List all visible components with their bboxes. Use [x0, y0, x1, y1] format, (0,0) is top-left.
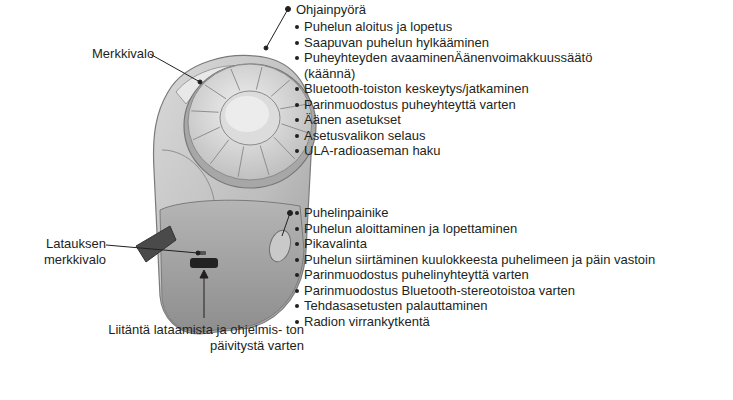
phone-button	[266, 228, 294, 264]
bullet	[295, 149, 299, 153]
wheel-segment	[205, 85, 226, 99]
wheel-segment	[271, 80, 290, 96]
list-item: Parinmuodostus puheyhteyttä varten	[294, 97, 612, 113]
function-text: Puhelun aloitus ja lopetus	[304, 19, 452, 34]
wheel-segment	[193, 127, 220, 140]
bullet	[295, 56, 299, 60]
function-text: Pikavalinta	[304, 236, 367, 251]
function-text: Bluetooth-toiston keskeytys/jatkaminen	[304, 81, 529, 96]
wheel-segment	[260, 145, 269, 175]
bullet	[295, 289, 299, 293]
callout-label: Ohjainpyörä	[296, 2, 366, 18]
bullet	[295, 25, 299, 29]
list-item: Äänen asetukset	[294, 112, 612, 128]
function-text: Puhelun aloittaminen ja lopettaminen	[304, 221, 517, 236]
list-item: Parinmuodostus puhelinyhteyttä varten	[294, 267, 706, 283]
function-text: Asetusvalikon selaus	[304, 128, 425, 143]
list-item: Puheyhteyden avaaminenÄänenvoimakkuussää…	[294, 50, 612, 81]
list-item: Radion virrankytkentä	[294, 314, 706, 330]
function-text: Puhelun siirtäminen kuulokkeesta puhelim…	[304, 252, 655, 267]
function-text: Parinmuodostus puheyhteyttä varten	[304, 97, 516, 112]
callout-label: Merkkivalo	[92, 46, 154, 62]
bullet	[295, 41, 299, 45]
bullet	[295, 304, 299, 308]
list-item: Puhelun siirtäminen kuulokkeesta puhelim…	[294, 252, 706, 268]
function-text: Radion virrankytkentä	[304, 314, 430, 329]
function-text: Saapuvan puhelun hylkääminen	[304, 35, 489, 50]
clip	[136, 226, 176, 262]
list-item: Tehdasasetusten palauttaminen	[294, 298, 706, 314]
bullet	[295, 134, 299, 138]
function-list: Puhelun aloitus ja lopetusSaapuvan puhel…	[294, 19, 612, 159]
bullet	[295, 103, 299, 107]
callout-label: Liitäntä lataamista ja ohjelmis- ton päi…	[60, 322, 304, 353]
function-text: Parinmuodostus Bluetooth-stereotoistoa v…	[304, 283, 575, 298]
list-item: Puhelun aloitus ja lopetus	[294, 19, 612, 35]
wheel-segment	[274, 137, 295, 159]
bullet	[295, 227, 299, 231]
wheel-segment	[238, 146, 244, 176]
headset-body	[154, 56, 313, 334]
function-text: Puheyhteyden avaaminenÄänenvoimakkuussää…	[304, 50, 592, 81]
list-item: ULA-radioaseman haku	[294, 143, 612, 159]
function-text: Puhelinpainike	[304, 205, 389, 220]
list-item: Saapuvan puhelun hylkääminen	[294, 35, 612, 51]
wheel-segment	[231, 69, 240, 91]
callout-label: Latauksen merkkivalo	[40, 236, 106, 267]
charging-led	[196, 251, 206, 255]
wheel-segment	[280, 104, 307, 109]
bullet	[295, 273, 299, 277]
function-list: PuhelinpainikePuhelun aloittaminen ja lo…	[294, 205, 706, 329]
bullet	[295, 242, 299, 246]
function-text: Tehdasasetusten palauttaminen	[304, 298, 488, 313]
list-item: Puhelun aloittaminen ja lopettaminen	[294, 221, 706, 237]
list-item: Puhelinpainike	[294, 205, 706, 221]
list-item: Parinmuodostus Bluetooth-stereotoistoa v…	[294, 283, 706, 299]
wheel-segment	[210, 140, 229, 164]
list-item: Bluetooth-toiston keskeytys/jatkaminen	[294, 81, 612, 97]
wheel-segment	[256, 67, 262, 89]
control-wheel	[184, 64, 316, 188]
bullet	[295, 118, 299, 122]
function-text: Äänen asetukset	[304, 112, 401, 127]
wheel-segment	[191, 111, 218, 112]
bullet	[295, 87, 299, 91]
charging-port	[190, 258, 218, 268]
list-item: Asetusvalikon selaus	[294, 128, 612, 144]
bullet	[295, 211, 299, 215]
function-text: Parinmuodostus puhelinyhteyttä varten	[304, 267, 529, 282]
bullet	[295, 258, 299, 262]
function-text: ULA-radioaseman haku	[304, 143, 441, 158]
list-item: Pikavalinta	[294, 236, 706, 252]
